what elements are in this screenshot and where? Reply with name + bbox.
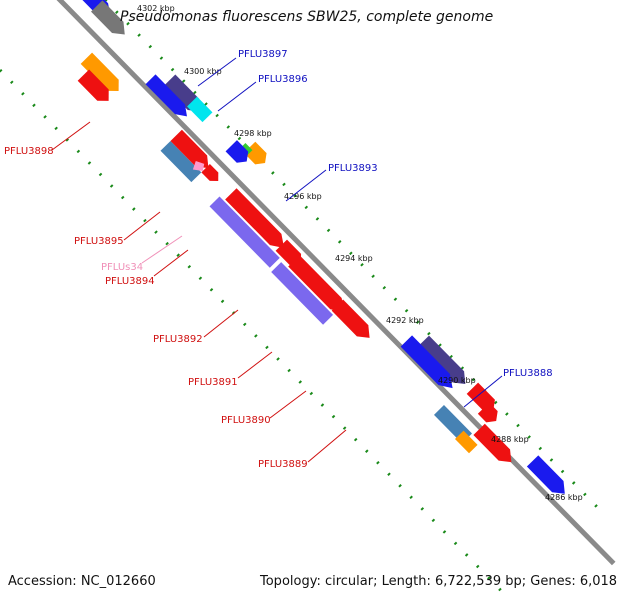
leader-PFLU3888 [463, 375, 503, 408]
leader-PFLU3892 [203, 309, 239, 338]
leader-PFLU3889 [307, 429, 347, 463]
label-PFLU3893[interactable]: PFLU3893 [328, 163, 378, 174]
accession-text: Accession: NC_012660 [8, 574, 156, 589]
leader-PFLU3898 [51, 121, 91, 151]
gene-PFLUs34[interactable] [190, 158, 207, 175]
gene-bottom-red1[interactable] [466, 382, 499, 416]
gene-top-gray[interactable] [91, 0, 130, 40]
gene-PFLU3892-red[interactable] [225, 188, 290, 253]
genome-summary-text: Topology: circular; Length: 6,722,539 bp… [260, 574, 617, 589]
label-PFLU3895[interactable]: PFLU3895 [74, 236, 124, 247]
leader-PFLU3894 [153, 249, 189, 277]
leader-PFLU3897 [197, 57, 237, 87]
backbone-group [51, 0, 616, 566]
gene-PFLU3889[interactable] [331, 299, 376, 343]
leader-PFLU3891 [237, 351, 273, 379]
tick-label: 4290 kbp [438, 376, 476, 385]
label-PFLU3896[interactable]: PFLU3896 [258, 74, 308, 85]
gene-PFLU3895-red[interactable] [170, 129, 214, 174]
leader-PFLU3890 [269, 390, 307, 419]
label-PFLU3892[interactable]: PFLU3892 [153, 334, 203, 345]
gene-PFLU3895[interactable] [160, 140, 202, 183]
label-PFLUs34[interactable]: PFLUs34 [101, 262, 143, 273]
leader-lines [51, 57, 503, 463]
tick-track-upper [103, 0, 602, 512]
gene-PFLU3888[interactable] [417, 335, 471, 390]
map-title: Pseudomonas fluorescens SBW25, complete … [120, 9, 494, 25]
leader-PFLU3893 [285, 169, 327, 202]
label-PFLU3888[interactable]: PFLU3888 [503, 368, 553, 379]
gene-PFLU3892[interactable] [209, 196, 280, 268]
tick-label: 4298 kbp [234, 129, 272, 138]
tick-label: 4300 kbp [184, 67, 222, 76]
label-PFLU3891[interactable]: PFLU3891 [188, 377, 238, 388]
tick-label: 4296 kbp [284, 192, 322, 201]
gene-PFLU3890[interactable] [271, 262, 334, 325]
gene-PFLU3896[interactable] [187, 96, 213, 123]
gene-PFLU3898[interactable] [80, 52, 125, 97]
tick-label: 4288 kbp [491, 435, 529, 444]
tick-label: 4286 kbp [545, 493, 583, 502]
gene-bottom-red3[interactable] [473, 423, 517, 468]
tick-label: 4294 kbp [335, 254, 373, 263]
leader-PFLU3896 [217, 81, 257, 112]
gene-PFLU3896-blue[interactable] [145, 74, 192, 121]
tick-label: 4302 kbp [137, 4, 175, 13]
label-PFLU3897[interactable]: PFLU3897 [238, 49, 288, 60]
gene-PFLU3894[interactable] [201, 163, 222, 185]
gene-PFLU3893-blue[interactable] [225, 140, 253, 167]
label-PFLU3894[interactable]: PFLU3894 [105, 276, 155, 287]
genome-backbone [51, 0, 616, 566]
label-PFLU3890[interactable]: PFLU3890 [221, 415, 271, 426]
gene-PFLU3898-red1[interactable] [77, 69, 115, 107]
gene-bottom-blue[interactable] [526, 455, 571, 499]
tick-label: 4292 kbp [386, 316, 424, 325]
gene-PFLU3891[interactable] [275, 239, 307, 271]
gene-bottom-orange[interactable] [454, 430, 478, 454]
leader-PFLUs34 [141, 235, 183, 264]
gene-bottom-red2[interactable] [477, 402, 502, 427]
gene-PFLU3890-red[interactable] [288, 255, 350, 318]
leader-PFLU3895 [123, 211, 161, 241]
label-PFLU3889[interactable]: PFLU3889 [258, 459, 308, 470]
gene-PFLU3888-blue[interactable] [400, 335, 459, 393]
label-PFLU3898[interactable]: PFLU3898 [4, 146, 54, 157]
